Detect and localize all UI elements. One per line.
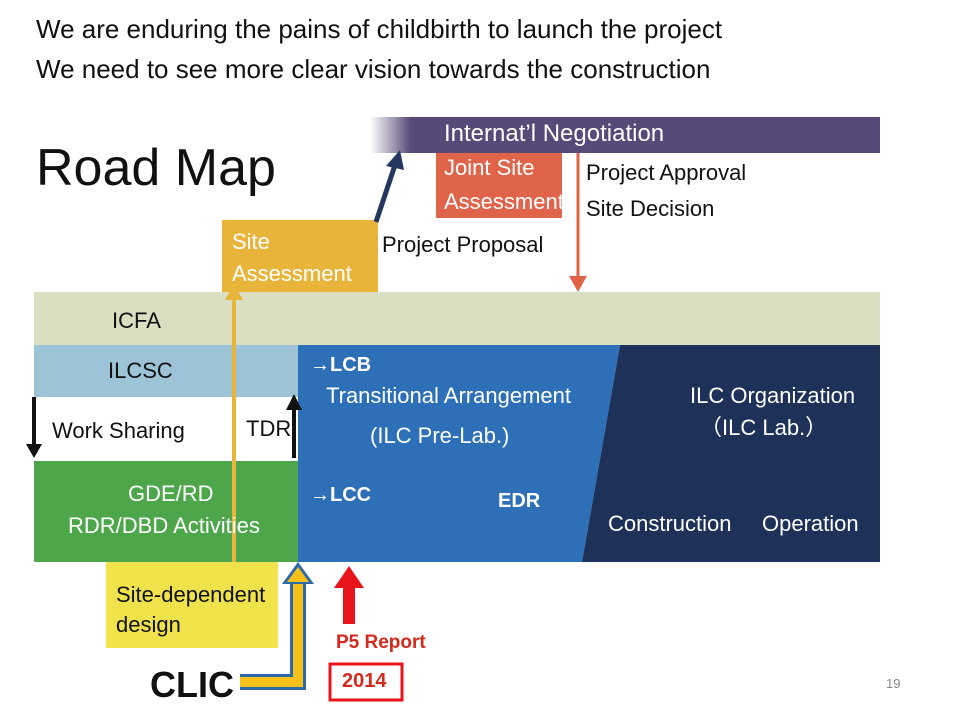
transitional-block xyxy=(298,345,620,562)
negotiation-label: Internat’l Negotiation xyxy=(444,120,665,147)
ilcsc-label: ILCSC xyxy=(108,358,173,383)
work-sharing-label: Work Sharing xyxy=(52,418,185,443)
page-number: 19 xyxy=(886,676,901,691)
site-assessment-box xyxy=(222,220,378,292)
joint-site-box xyxy=(436,153,562,218)
joint-site-line-1: Joint Site xyxy=(444,155,535,180)
year-label: 2014 xyxy=(342,670,387,692)
icfa-band xyxy=(34,292,880,345)
site-assessment-line-1: Site xyxy=(232,229,270,254)
site-dependent-line-1: Site-dependent xyxy=(116,582,266,607)
lcc-label: →LCC xyxy=(310,484,372,506)
operation-label: Operation xyxy=(762,511,859,536)
p5-report-label: P5 Report xyxy=(336,632,426,653)
organization-block xyxy=(582,345,880,562)
approval-line-1: Project Approval xyxy=(586,160,747,185)
gde-band xyxy=(34,461,298,562)
p5-arrow xyxy=(343,584,355,624)
site-dependent-line-2: design xyxy=(116,612,181,637)
tdr-label: TDR xyxy=(246,416,292,441)
joint-site-line-2: Assessment xyxy=(444,189,564,214)
organization-line-2: （ILC Lab.） xyxy=(700,415,828,440)
approval-line-2: Site Decision xyxy=(586,196,715,221)
lcb-label: →LCB xyxy=(310,354,372,376)
negotiation-bar xyxy=(370,117,880,153)
transitional-line-1: Transitional Arrangement xyxy=(326,383,571,408)
clic-label: CLIC xyxy=(150,664,234,705)
gde-line-1: GDE/RD xyxy=(128,481,214,506)
ilcsc-band xyxy=(34,345,298,397)
header-line-1: We are enduring the pains of childbirth … xyxy=(36,14,723,44)
construction-label: Construction xyxy=(608,511,732,536)
header-line-2: We need to see more clear vision towards… xyxy=(36,54,711,84)
work-sharing-band xyxy=(34,397,298,461)
gde-line-2: RDR/DBD Activities xyxy=(68,513,260,538)
project-proposal-label: Project Proposal xyxy=(382,232,544,257)
site-dependent-box xyxy=(106,562,278,648)
page-title: Road Map xyxy=(36,139,276,197)
edr-label: EDR xyxy=(498,490,541,512)
year-box xyxy=(328,662,404,702)
proposal-arrow xyxy=(373,161,399,223)
site-assessment-line-2: Assessment xyxy=(232,261,352,286)
organization-line-1: ILC Organization xyxy=(690,383,856,408)
icfa-label: ICFA xyxy=(112,308,161,333)
transitional-line-2: (ILC Pre-Lab.) xyxy=(370,423,510,448)
